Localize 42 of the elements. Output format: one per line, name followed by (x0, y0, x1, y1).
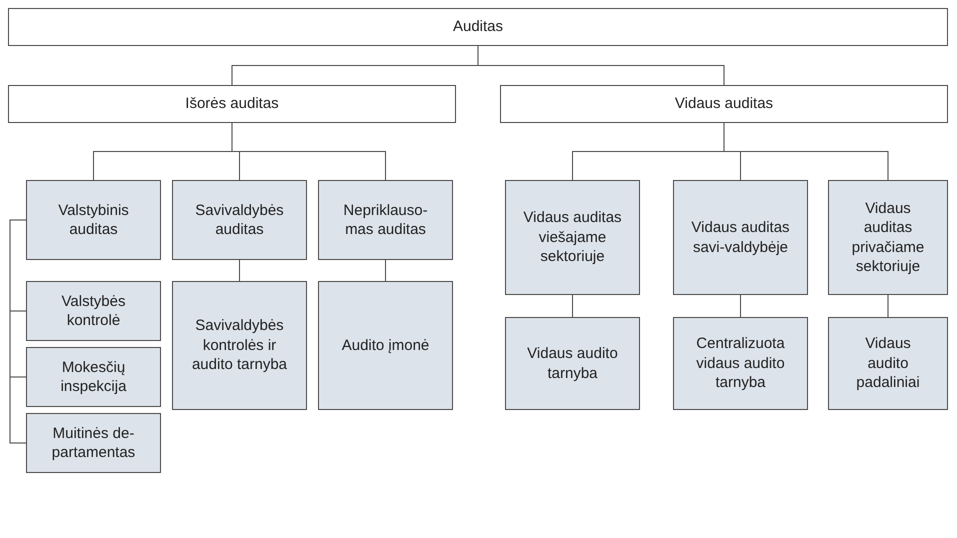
category-box (8, 8, 948, 46)
connector-line (478, 46, 724, 86)
box-label: Išorės auditas (185, 94, 279, 114)
unit-box (828, 317, 948, 410)
category-box (8, 85, 456, 123)
box-label: Vidaus audito tarnyba (526, 344, 619, 383)
box-label: Mokesčių inspekcija (60, 358, 128, 396)
connector-line (572, 294, 573, 318)
connector-line (239, 260, 240, 282)
unit-box (673, 180, 808, 295)
unit-box (318, 180, 453, 260)
box-label: Vidaus auditas (674, 94, 774, 114)
unit-box (172, 180, 307, 260)
connector-line (740, 294, 741, 318)
unit-box (828, 180, 948, 295)
box-label: Vidaus auditas privačiame sektoriuje (850, 198, 926, 276)
unit-box (318, 281, 453, 410)
box-label: Savivaldybės auditas (194, 200, 285, 240)
box-label: Savivaldybės kontrolės ir audito tarnyba (190, 316, 288, 375)
unit-box (673, 317, 808, 410)
connector-line (232, 122, 386, 180)
unit-box (26, 347, 161, 407)
connector-line (10, 220, 26, 444)
box-label: Vidaus auditas savi-valdybėje (690, 218, 791, 257)
category-box (500, 85, 948, 123)
unit-box (505, 180, 640, 295)
box-label: Muitinės de-partamentas (50, 424, 136, 462)
box-label: Valstybinis auditas (57, 200, 130, 240)
unit-box (172, 281, 307, 410)
unit-box (26, 281, 161, 341)
unit-box (26, 180, 161, 260)
unit-box (26, 413, 161, 473)
box-label: Vidaus audito padaliniai (855, 334, 921, 393)
box-label: Vidaus auditas viešajame sektoriuje (522, 208, 623, 267)
box-label: Nepriklauso-mas auditas (342, 200, 429, 240)
connector-line (385, 260, 386, 282)
box-label: Valstybės kontrolė (60, 292, 126, 330)
box-label: Audito įmonė (342, 336, 430, 356)
connector-line (724, 122, 888, 180)
box-label: Centralizuota vidaus audito tarnyba (695, 334, 786, 393)
unit-box (505, 317, 640, 410)
box-label: Auditas (452, 17, 504, 37)
